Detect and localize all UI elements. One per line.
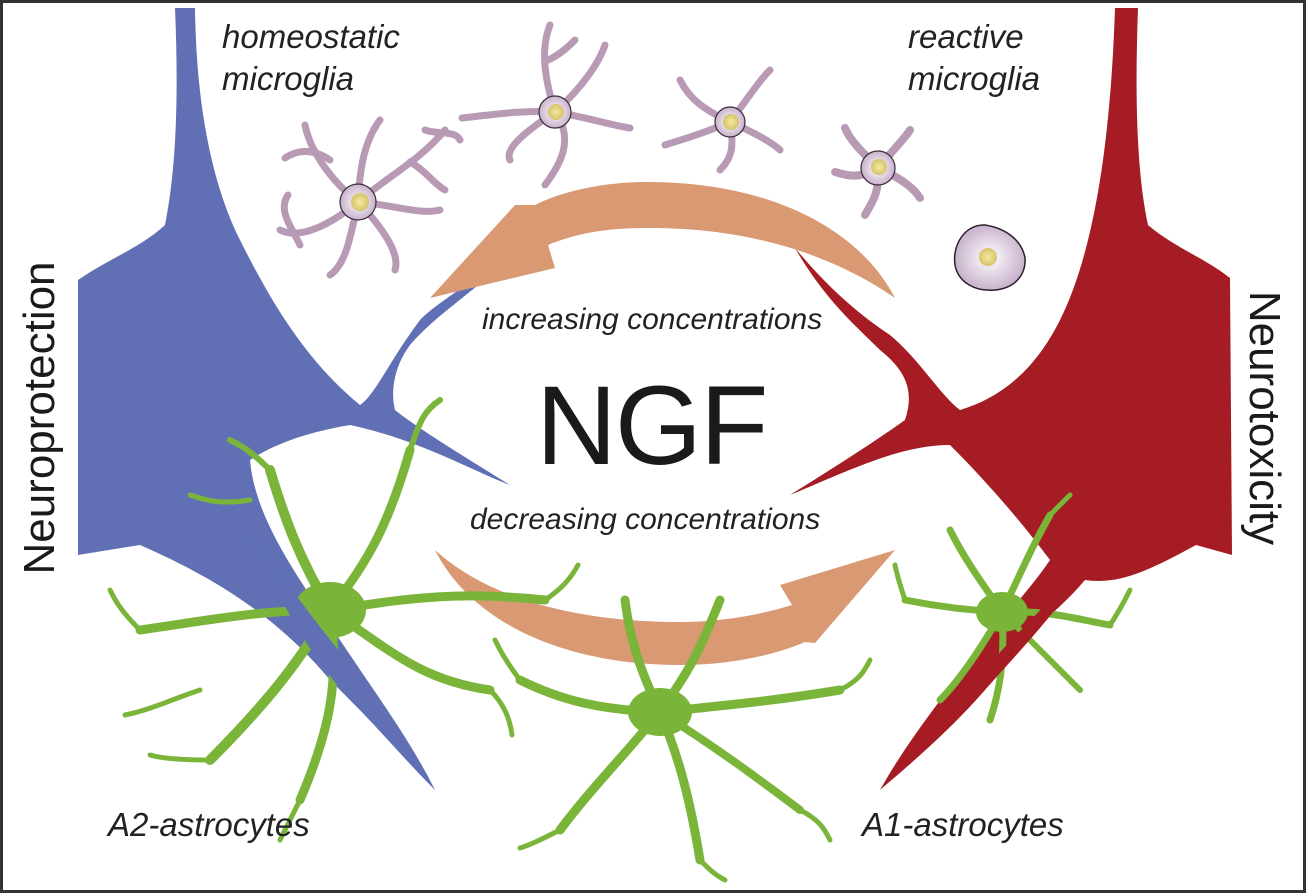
neurotoxicity-axon [880, 560, 1090, 790]
microglia-cell-3 [661, 66, 784, 174]
a1-astrocytes-label: A1-astrocytes [862, 806, 1064, 843]
decreasing-arrow [435, 550, 895, 665]
ngf-label: NGF [536, 363, 768, 488]
astrocyte-center [492, 595, 873, 883]
neuroprotection-label: Neuroprotection [15, 261, 64, 575]
homeostatic-microglia-label-line2: microglia [222, 60, 355, 97]
microglia-cell-5 [953, 224, 1026, 291]
increasing-arrow [430, 181, 895, 298]
neurotoxicity-neuron [790, 8, 1232, 790]
microglia-cell-4 [831, 124, 924, 219]
decreasing-concentrations-label: decreasing concentrations [470, 503, 821, 536]
astrocyte-right [892, 492, 1133, 724]
increasing-concentrations-label: increasing concentrations [482, 303, 823, 336]
neurotoxicity-label: Neurotoxicity [1240, 290, 1289, 546]
microglia-cell-2 [458, 21, 634, 189]
neuroprotection-axon [250, 530, 435, 790]
neuroprotection-neuron [78, 8, 520, 790]
homeostatic-microglia-label-line1: homeostatic [222, 18, 400, 55]
microglia-cell-1 [276, 116, 464, 279]
a2-astrocytes-label: A2-astrocytes [108, 806, 310, 843]
reactive-microglia-label-line1: reactive [908, 18, 1024, 55]
reactive-microglia-label-line2: microglia [908, 60, 1041, 97]
